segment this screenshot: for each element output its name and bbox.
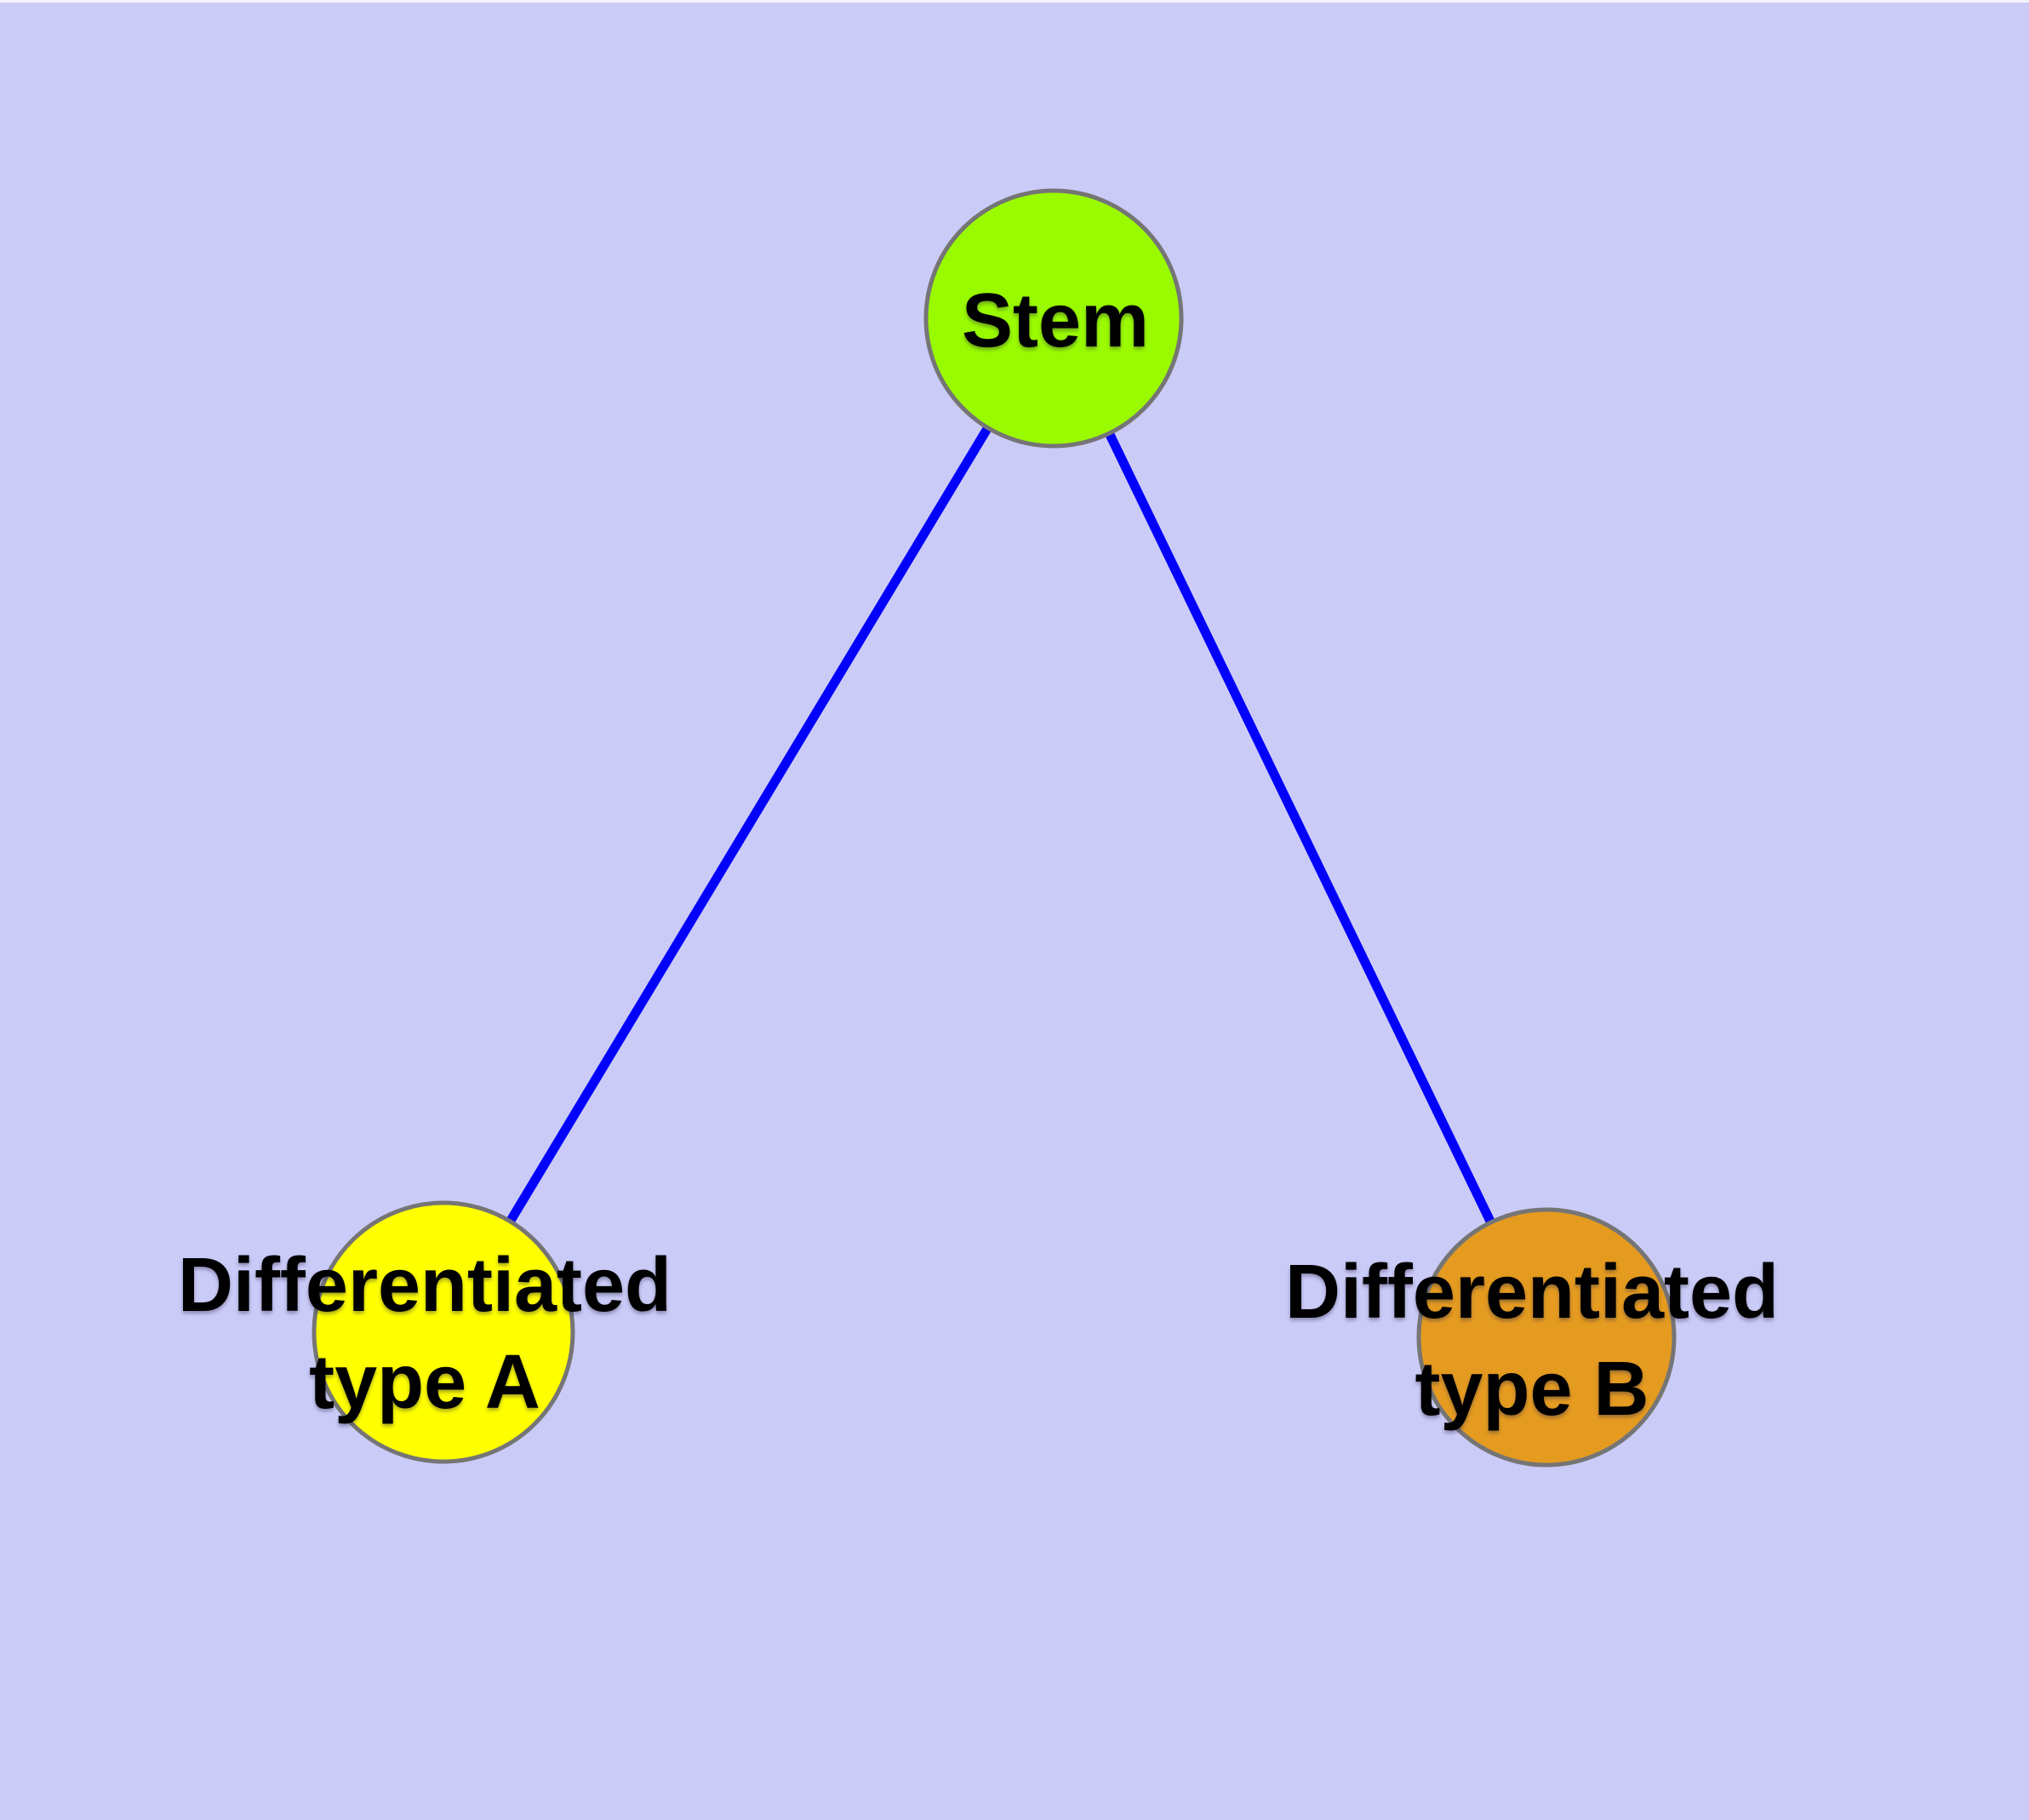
node-label-stem: Stem (962, 278, 1149, 363)
node-label-differentiated-type-b: Differentiated type B (1285, 1250, 1779, 1432)
edge-stem-differentiated-type-b (1049, 316, 1551, 1340)
node-differentiated-type-a (311, 1200, 575, 1464)
node-label-line: Differentiated (178, 1243, 672, 1328)
node-differentiated-type-b (1416, 1207, 1677, 1468)
top-edge-highlight (0, 0, 2029, 3)
node-label-line: type A (309, 1340, 540, 1425)
node-label-line: Differentiated (1285, 1250, 1779, 1335)
edges-layer (439, 316, 1551, 1340)
node-label-line: Stem (962, 278, 1149, 363)
node-stem (923, 188, 1184, 449)
node-label-differentiated-type-a: Differentiated type A (178, 1243, 672, 1425)
edge-stem-differentiated-type-a (439, 316, 1058, 1335)
nodes-layer (311, 188, 1677, 1468)
node-label-line: type B (1415, 1347, 1649, 1432)
